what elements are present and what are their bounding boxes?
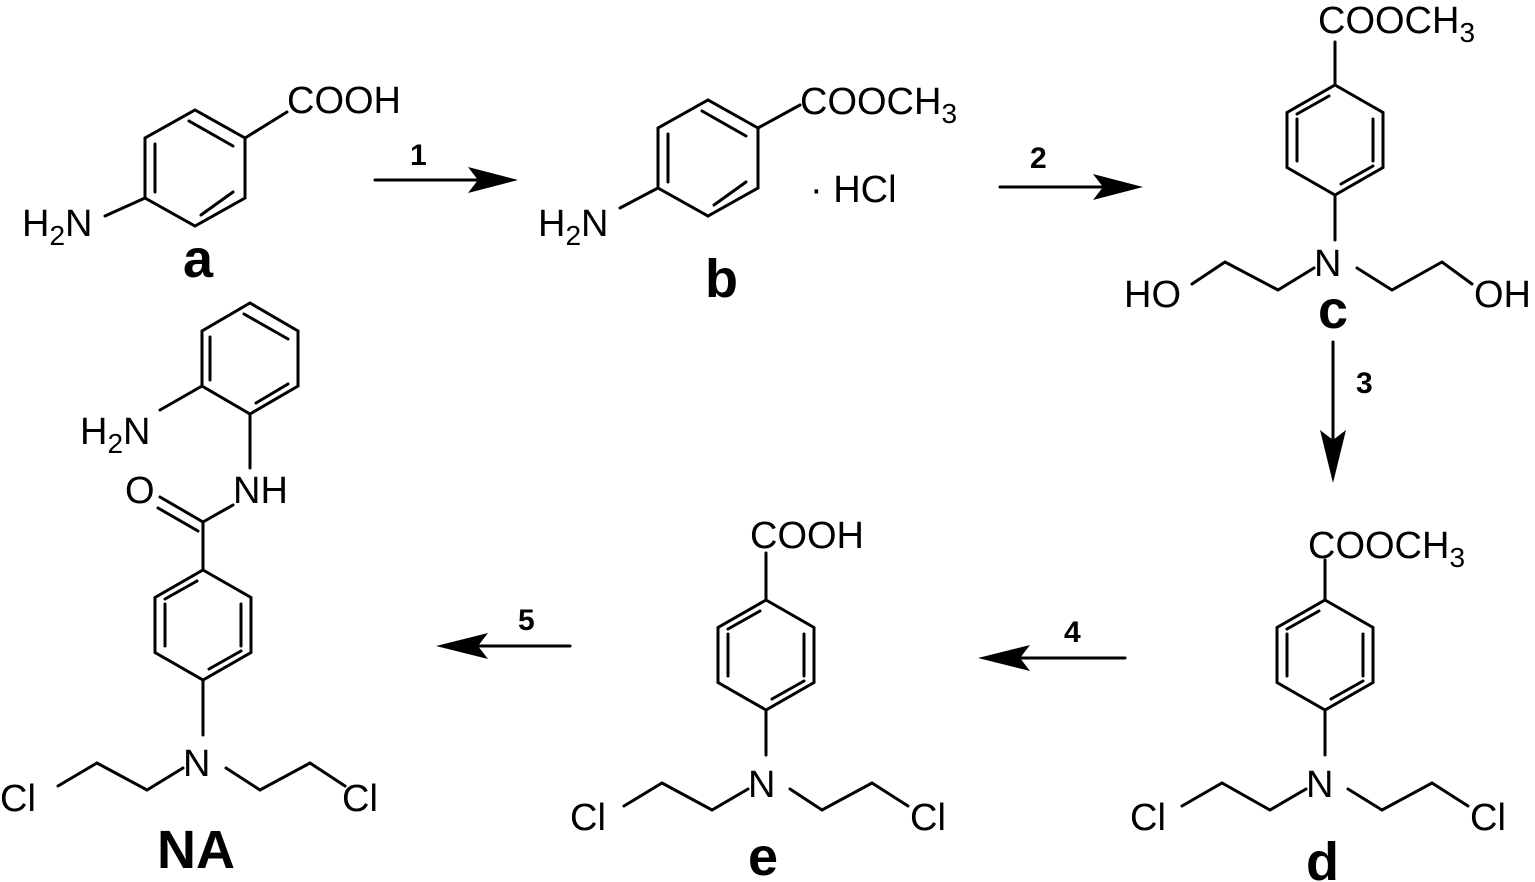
methyl-ester-group: COOCH3 xyxy=(1318,0,1475,48)
methyl-ester-group: COOCH3 xyxy=(800,81,957,129)
amine-nitrogen: N xyxy=(183,743,210,785)
hydroxyl-left: HO xyxy=(1124,274,1181,316)
chloro-right: Cl xyxy=(1470,797,1506,839)
hcl-salt: · HCl xyxy=(810,169,897,211)
step-label: 2 xyxy=(1030,142,1047,175)
arrowhead-icon xyxy=(978,645,1030,671)
compound-label: b xyxy=(705,249,738,309)
compound-label: NA xyxy=(157,820,235,880)
amino-group: H2N xyxy=(22,203,92,251)
step-label: 1 xyxy=(410,139,427,172)
chloro-right: Cl xyxy=(342,778,378,820)
aniline-amino-group: H2N xyxy=(80,411,150,459)
compound-label: c xyxy=(1318,280,1348,340)
compound-label: d xyxy=(1306,832,1339,882)
step-label: 3 xyxy=(1356,367,1373,400)
compound-b: COOCH3 · HCl H2N b xyxy=(538,81,957,309)
chloro-left: Cl xyxy=(1130,797,1166,839)
arrow-step-4: 4 xyxy=(978,616,1127,671)
arrow-step-1: 1 xyxy=(373,139,518,193)
amine-nitrogen: N xyxy=(748,764,775,806)
amide-nh: NH xyxy=(233,470,288,512)
compound-d: COOCH3 N Cl Cl d xyxy=(1130,525,1506,882)
compound-NA: H2N NH O N Cl Cl NA xyxy=(0,301,378,880)
compound-label: a xyxy=(183,229,214,289)
amine-nitrogen: N xyxy=(1314,243,1341,285)
arrow-step-5: 5 xyxy=(436,604,572,659)
step-label: 5 xyxy=(518,604,535,637)
compound-c: COOCH3 N HO OH c xyxy=(1124,0,1531,340)
compound-e: COOH N Cl Cl e xyxy=(570,515,946,882)
arrowhead-icon xyxy=(1320,430,1346,483)
carboxylic-acid-group: COOH xyxy=(287,80,401,122)
arrow-step-2: 2 xyxy=(998,142,1143,200)
chloro-left: Cl xyxy=(570,797,606,839)
hydroxyl-right: OH xyxy=(1474,274,1531,316)
arrow-step-3: 3 xyxy=(1320,340,1373,483)
arrowhead-icon xyxy=(1093,174,1143,200)
carboxylic-acid-group: COOH xyxy=(750,515,864,557)
compound-label: e xyxy=(748,827,778,882)
carbonyl-oxygen: O xyxy=(125,470,155,512)
arrowhead-icon xyxy=(468,167,518,193)
compound-a: COOH H2N a xyxy=(22,80,401,289)
chloro-left: Cl xyxy=(0,778,36,820)
amino-group: H2N xyxy=(538,203,608,251)
arrowhead-icon xyxy=(436,633,488,659)
chloro-right: Cl xyxy=(910,797,946,839)
amine-nitrogen: N xyxy=(1306,764,1333,806)
methyl-ester-group: COOCH3 xyxy=(1308,525,1465,573)
step-label: 4 xyxy=(1064,616,1081,649)
